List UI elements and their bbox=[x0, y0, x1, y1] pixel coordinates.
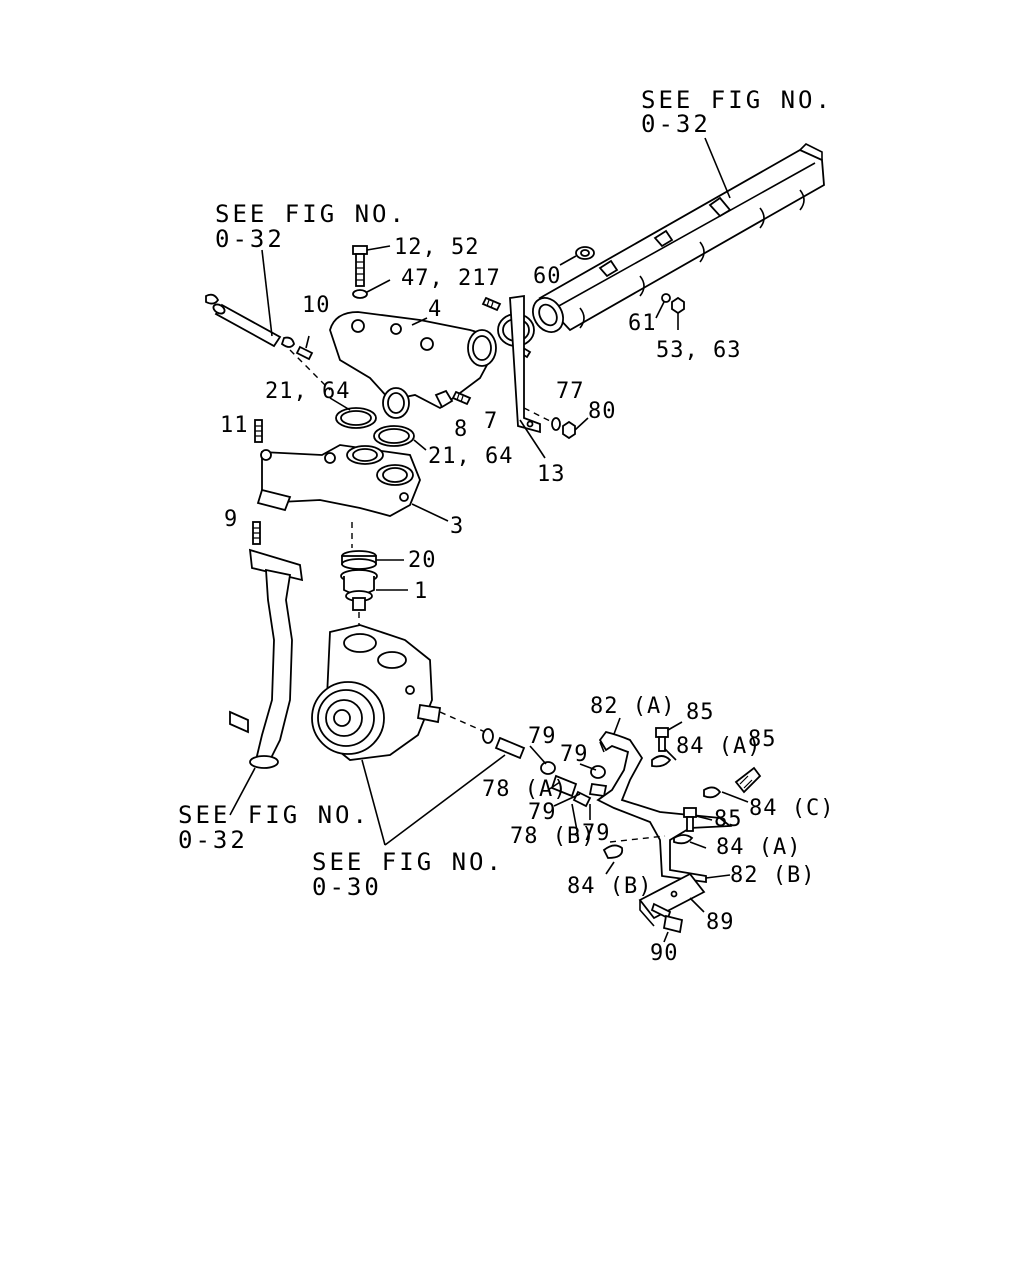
thermostat-housing-cover bbox=[329, 311, 497, 419]
reference-line1: SEE FIG NO. bbox=[312, 848, 504, 876]
bolt-90 bbox=[650, 902, 684, 943]
callout-84-a-upper: 84 (A) bbox=[676, 734, 761, 759]
callout-82-b: 82 (B) bbox=[730, 863, 815, 888]
callout-79-c: 79 bbox=[528, 800, 557, 825]
stud-10 bbox=[295, 335, 314, 361]
reference-line1: SEE FIG NO. bbox=[178, 801, 370, 829]
stud-11 bbox=[254, 419, 263, 443]
callout-4: 4 bbox=[428, 297, 442, 322]
clip-84c bbox=[703, 786, 749, 803]
callout-84-c: 84 (C) bbox=[749, 796, 834, 821]
reference-note-top-right: SEE FIG NO. 0-32 bbox=[641, 86, 833, 138]
coolant-rail-pipe bbox=[532, 137, 825, 333]
bolt-85-right bbox=[734, 766, 762, 794]
callout-90: 90 bbox=[650, 941, 679, 966]
callout-80: 80 bbox=[588, 399, 617, 424]
callout-3: 3 bbox=[450, 514, 464, 539]
callout-89: 89 bbox=[706, 910, 735, 935]
clip-84b bbox=[602, 844, 624, 875]
callout-7: 7 bbox=[484, 409, 498, 434]
callout-60: 60 bbox=[533, 264, 562, 289]
bolt-12 bbox=[352, 245, 391, 287]
callout-82-a: 82 (A) bbox=[590, 694, 675, 719]
callout-77: 77 bbox=[556, 379, 585, 404]
callout-9: 9 bbox=[224, 507, 238, 532]
callout-21-64-a: 21, 64 bbox=[265, 379, 350, 404]
thermostat-seal-20 bbox=[341, 550, 404, 570]
callout-78-b: 78 (B) bbox=[510, 824, 595, 849]
callout-21-64-b: 21, 64 bbox=[428, 444, 513, 469]
coolant-pipe-82 bbox=[596, 717, 733, 884]
reference-line2: 0-32 bbox=[641, 110, 711, 138]
stud-8 bbox=[451, 390, 472, 406]
callout-85-lower: 85 bbox=[714, 807, 743, 832]
reference-line2: 0-30 bbox=[312, 873, 382, 901]
leader-lines bbox=[529, 745, 731, 879]
clip-84a-upper bbox=[651, 747, 677, 768]
reference-note-top-left: SEE FIG NO. 0-32 bbox=[215, 200, 407, 253]
callout-10: 10 bbox=[302, 293, 331, 318]
callout-53-63: 53, 63 bbox=[656, 338, 741, 363]
callout-79-b: 79 bbox=[560, 742, 589, 767]
washer-nut-77-80 bbox=[551, 417, 589, 440]
reference-line2: 0-32 bbox=[178, 826, 248, 854]
callout-12-52: 12, 52 bbox=[394, 235, 479, 260]
reference-note-bottom-left: SEE FIG NO. 0-32 bbox=[178, 801, 370, 854]
union-fittings bbox=[482, 728, 608, 808]
gasket-21 bbox=[329, 397, 427, 451]
washer-nut-61-53 bbox=[655, 293, 685, 330]
callout-79-d: 79 bbox=[582, 821, 611, 846]
thermostat-housing bbox=[256, 444, 449, 522]
callout-47-217: 47, 217 bbox=[401, 266, 501, 291]
reference-note-bottom-center: SEE FIG NO. 0-30 bbox=[312, 848, 504, 901]
callout-1: 1 bbox=[414, 579, 428, 604]
gasket-60 bbox=[559, 246, 595, 266]
callout-13: 13 bbox=[537, 462, 566, 487]
reference-line2: 0-32 bbox=[215, 225, 285, 253]
bolt-85-upper bbox=[655, 721, 683, 752]
bracket-13 bbox=[509, 294, 557, 459]
stud-9 bbox=[252, 521, 261, 545]
bolt-85-lower bbox=[683, 807, 713, 832]
callout-20: 20 bbox=[408, 548, 437, 573]
callout-labels: 12, 52 47, 217 10 4 60 61 53, 63 21, 64 … bbox=[220, 235, 834, 966]
callout-85-right: 85 bbox=[748, 727, 777, 752]
callout-84-b: 84 (B) bbox=[567, 874, 652, 899]
water-pump bbox=[311, 624, 506, 846]
callout-84-a-lower: 84 (A) bbox=[716, 835, 801, 860]
callout-79-a: 79 bbox=[528, 724, 557, 749]
callout-8: 8 bbox=[454, 417, 468, 442]
callout-61: 61 bbox=[628, 311, 657, 336]
callout-85-top: 85 bbox=[686, 700, 715, 725]
callout-11: 11 bbox=[220, 413, 249, 438]
reference-line1: SEE FIG NO. bbox=[641, 86, 833, 114]
reference-line1: SEE FIG NO. bbox=[215, 200, 407, 228]
washer-47 bbox=[352, 279, 391, 299]
stud-7 bbox=[481, 296, 502, 312]
water-inlet-pipe bbox=[229, 548, 304, 816]
thermostat-1 bbox=[340, 569, 408, 611]
callout-78-a: 78 (A) bbox=[482, 777, 567, 802]
clip-84a-lower bbox=[673, 834, 694, 845]
bypass-hose bbox=[205, 249, 331, 391]
